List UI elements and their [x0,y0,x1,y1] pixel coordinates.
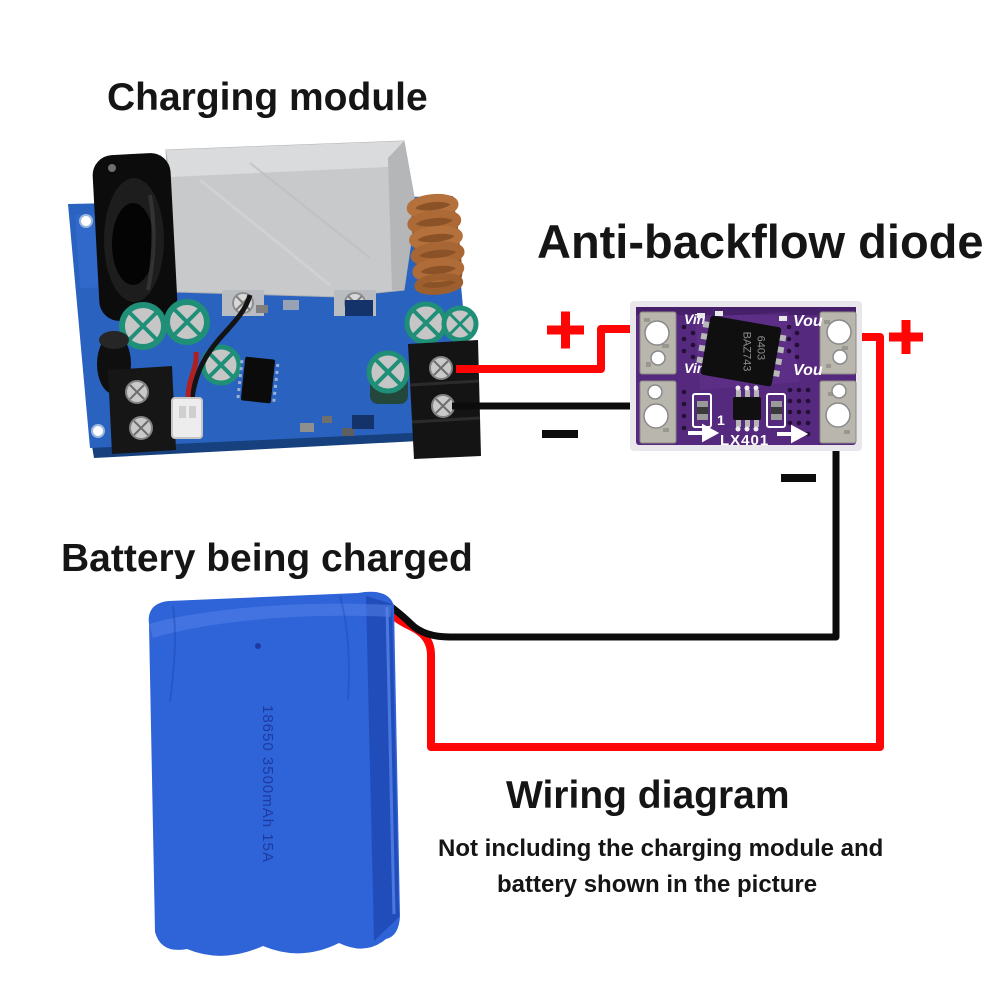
white-connector [171,397,203,439]
module-part-number: LX401 [720,432,769,449]
battery-title: Battery being charged [61,537,473,580]
wiring-note-line1: Not including the charging module and [438,835,884,862]
negative-wire-output [387,449,840,641]
battery-photo: 18650 3500mAh 15A [148,591,400,956]
minus-icon-input [542,430,578,438]
inductor-coil [406,193,465,295]
terminal-block-left [108,366,176,454]
module-label-vout-mid: Vou [793,362,823,379]
plus-icon-output [889,320,923,354]
mosfet-chip: 6403 BAZ743 [696,315,787,387]
capacitors [97,299,479,404]
terminal-block-right [408,340,481,459]
module-label-vout-top: Vou [793,313,823,330]
cooling-fan [92,153,178,321]
diode-module-photo: Vin Vou Vin Vou 6403 BAZ743 [630,301,862,451]
passive-components [692,393,786,428]
charging-module-photo [68,140,481,459]
wiring-note-line2: battery shown in the picture [497,871,818,898]
sot-chip [733,385,761,432]
chip-marking-1: 6403 [755,336,767,360]
anti-backflow-diode-title: Anti-backflow diode [537,215,984,268]
module-pin1: 1 [717,412,725,428]
module-label-vin-mid: Vin [684,360,705,376]
chip-marking-2: BAZ743 [741,332,753,372]
ic-chip [236,356,280,404]
charging-module-title: Charging module [107,76,428,119]
battery-print-label: 18650 3500mAh 15A [259,705,276,863]
wires [387,325,884,751]
positive-wire-input [456,325,641,373]
minus-icon-output [781,474,816,482]
wiring-diagram-title: Wiring diagram [506,774,790,817]
plus-icon-input [547,311,584,349]
